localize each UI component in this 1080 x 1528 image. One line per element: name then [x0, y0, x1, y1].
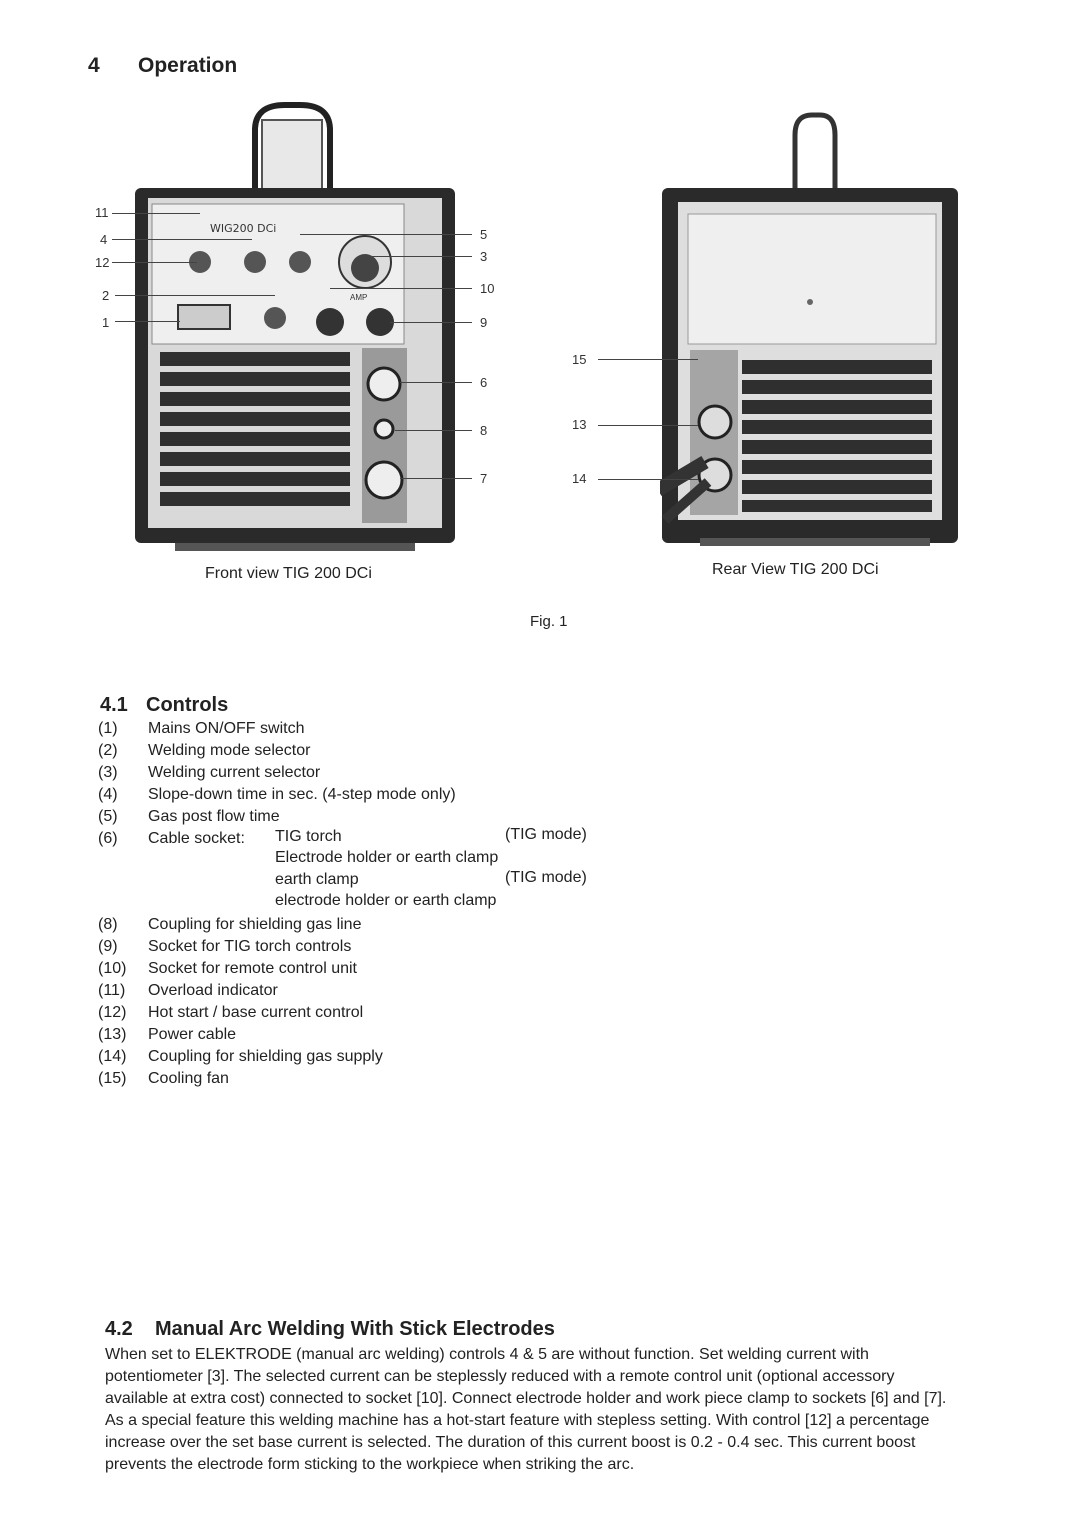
- figure-label: Fig. 1: [530, 613, 568, 630]
- paragraph-line: When set to ELEKTRODE (manual arc weldin…: [105, 1346, 869, 1363]
- leader-3: [372, 256, 472, 257]
- paragraph-line: As a special feature this welding machin…: [105, 1412, 930, 1429]
- leader-8: [395, 430, 472, 431]
- callout-3: 3: [480, 249, 488, 264]
- socket-line: Electrode holder or earth clamp: [275, 849, 499, 866]
- section-number: 4: [88, 54, 100, 77]
- leader-11: [112, 213, 200, 214]
- manual-arc-number: 4.2: [105, 1318, 133, 1340]
- leader-12: [112, 262, 197, 263]
- callout-13: 13: [572, 417, 587, 432]
- section-title: Operation: [138, 54, 238, 77]
- callout-12: 12: [95, 255, 110, 270]
- rear-view-figure: [654, 110, 960, 550]
- callout-7: 7: [480, 471, 488, 486]
- callout-8: 8: [480, 423, 488, 438]
- leader-13: [598, 425, 698, 426]
- socket-mode: (TIG mode): [505, 826, 587, 843]
- rear-view-illustration: [654, 112, 958, 546]
- front-view-caption: Front view TIG 200 DCi: [205, 565, 372, 582]
- callout-10: 10: [480, 281, 495, 296]
- controls-number: 4.1: [100, 694, 128, 716]
- callout-1: 1: [102, 315, 110, 330]
- leader-14: [598, 479, 698, 480]
- leader-5: [300, 234, 472, 235]
- callout-9: 9: [480, 315, 488, 330]
- leader-6: [400, 382, 472, 383]
- leader-2: [115, 295, 275, 296]
- socket-line: electrode holder or earth clamp: [275, 892, 497, 909]
- paragraph-line: available at extra cost) connected to so…: [105, 1390, 947, 1407]
- leader-1: [115, 321, 180, 322]
- front-panel-label: WIG200 DCi: [210, 222, 276, 235]
- front-view-illustration: WIG200 DCi AMP: [135, 102, 455, 551]
- callout-11: 11: [95, 205, 109, 220]
- callout-2: 2: [102, 288, 110, 303]
- callout-6: 6: [480, 375, 488, 390]
- socket-mode: (TIG mode): [505, 869, 587, 886]
- socket-line: earth clamp: [275, 871, 359, 888]
- leader-9: [390, 322, 472, 323]
- socket-line: TIG torch: [275, 828, 342, 845]
- leader-7: [400, 478, 472, 479]
- leader-10: [330, 288, 472, 289]
- callout-5: 5: [480, 227, 488, 242]
- leader-4: [112, 239, 252, 240]
- paragraph-line: prevents the electrode form sticking to …: [105, 1456, 635, 1473]
- callout-4: 4: [100, 232, 108, 247]
- paragraph-line: potentiometer [3]. The selected current …: [105, 1368, 895, 1385]
- rear-view-caption: Rear View TIG 200 DCi: [712, 561, 879, 578]
- front-panel-amp: AMP: [350, 293, 367, 302]
- paragraph-line: increase over the set base current is se…: [105, 1434, 916, 1451]
- manual-arc-title: Manual Arc Welding With Stick Electrodes: [155, 1318, 555, 1340]
- leader-15: [598, 359, 698, 360]
- callout-15: 15: [572, 352, 587, 367]
- front-view-figure: WIG200 DCi AMP: [130, 100, 460, 560]
- callout-14: 14: [572, 471, 587, 486]
- controls-title: Controls: [146, 694, 229, 716]
